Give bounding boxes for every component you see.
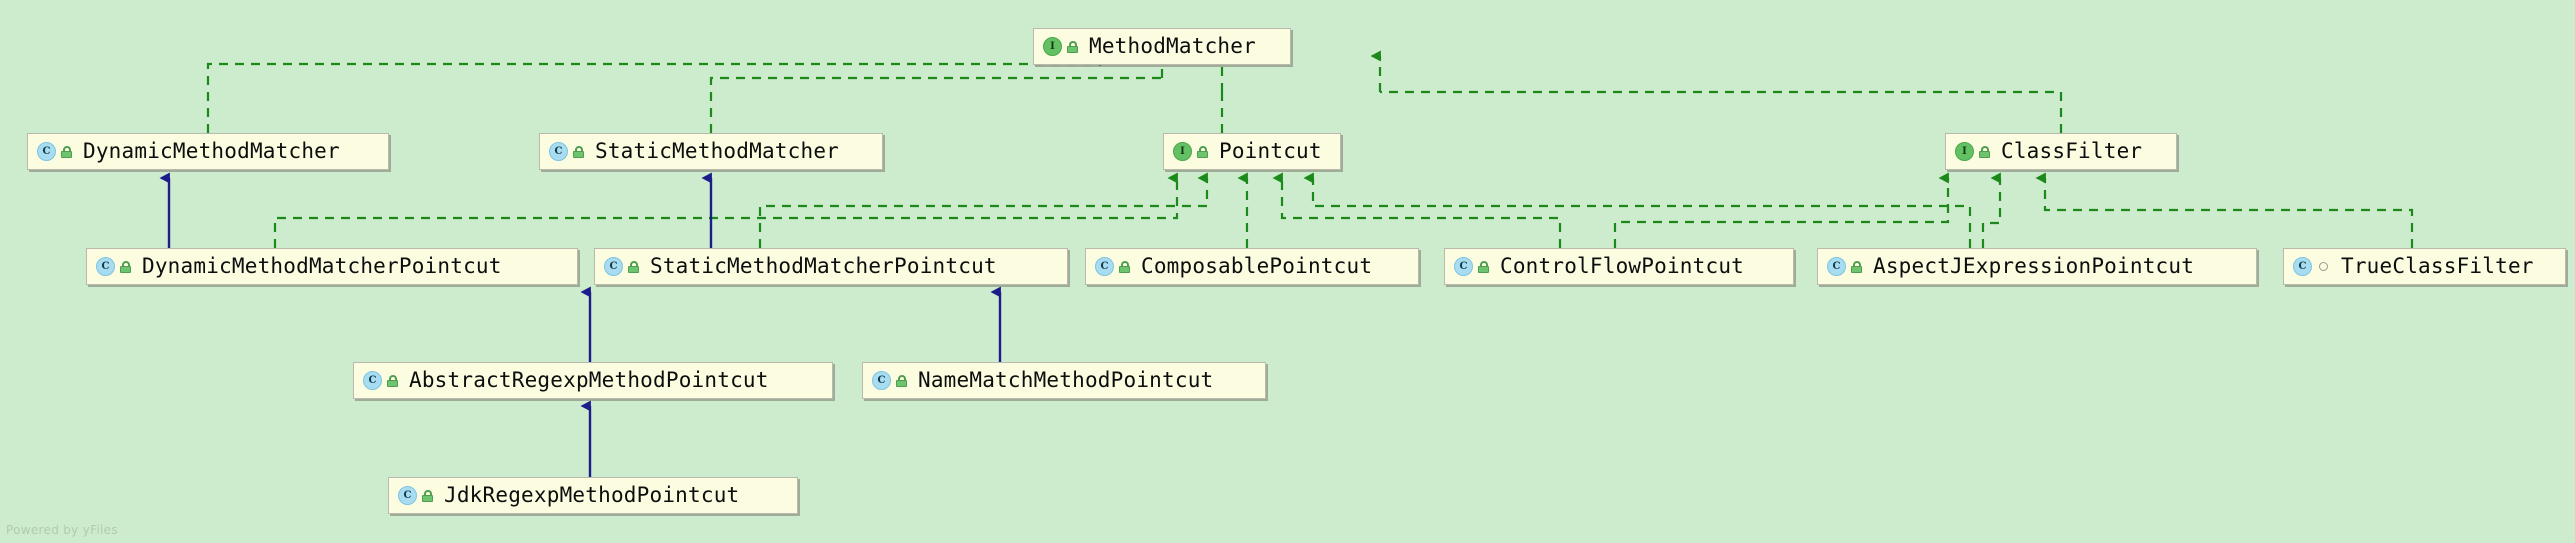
public-lock-icon — [628, 260, 639, 273]
public-lock-icon — [1851, 260, 1862, 273]
node-glyphs: I — [1173, 142, 1208, 161]
class-node-label: AspectJExpressionPointcut — [1873, 254, 2195, 278]
public-lock-icon — [573, 145, 584, 158]
class-node-label: StaticMethodMatcher — [595, 139, 840, 163]
interface-badge-icon: I — [1043, 37, 1062, 56]
class-node-label: StaticMethodMatcherPointcut — [650, 254, 997, 278]
class-node-AbstractRegexpMethodPointcut[interactable]: C AbstractRegexpMethodPointcut — [353, 362, 833, 399]
public-lock-icon — [1119, 260, 1130, 273]
class-node-label: DynamicMethodMatcher — [83, 139, 340, 163]
node-glyphs: C — [2293, 257, 2330, 276]
node-glyphs: I — [1043, 37, 1078, 56]
node-glyphs: C — [1095, 257, 1130, 276]
class-node-label: NameMatchMethodPointcut — [918, 368, 1214, 392]
class-node-MethodMatcher[interactable]: I MethodMatcher — [1033, 28, 1291, 65]
class-badge-icon: C — [96, 257, 115, 276]
implements-into-classfilter — [1613, 172, 2414, 248]
node-glyphs: C — [363, 371, 398, 390]
public-lock-icon — [896, 374, 907, 387]
class-node-ControlFlowPointcut[interactable]: C ControlFlowPointcut — [1444, 248, 1794, 285]
class-node-StaticMethodMatcher[interactable]: C StaticMethodMatcher — [539, 133, 883, 170]
class-node-DynamicMethodMatcher[interactable]: C DynamicMethodMatcher — [27, 133, 389, 170]
class-badge-icon: C — [1454, 257, 1473, 276]
public-lock-icon — [1478, 260, 1489, 273]
class-node-StaticMethodMatcherPointcut[interactable]: C StaticMethodMatcherPointcut — [594, 248, 1068, 285]
node-glyphs: C — [1454, 257, 1489, 276]
yfiles-watermark: Powered by yFiles — [6, 523, 118, 537]
class-node-label: ClassFilter — [2001, 139, 2143, 163]
class-badge-icon: C — [872, 371, 891, 390]
class-node-label: ComposablePointcut — [1141, 254, 1373, 278]
implements-edges — [206, 62, 2063, 133]
class-node-label: JdkRegexpMethodPointcut — [444, 483, 740, 507]
public-lock-icon — [1067, 40, 1078, 53]
class-badge-icon: C — [2293, 257, 2312, 276]
class-badge-icon: C — [1827, 257, 1846, 276]
class-node-NameMatchMethodPointcut[interactable]: C NameMatchMethodPointcut — [862, 362, 1266, 399]
class-badge-icon: C — [363, 371, 382, 390]
class-node-TrueClassFilter[interactable]: C TrueClassFilter — [2283, 248, 2566, 285]
node-glyphs: C — [604, 257, 639, 276]
class-badge-icon: C — [398, 486, 417, 505]
class-node-JdkRegexpMethodPointcut[interactable]: C JdkRegexpMethodPointcut — [388, 477, 798, 514]
public-lock-icon — [61, 145, 72, 158]
interface-badge-icon: I — [1955, 142, 1974, 161]
class-node-ComposablePointcut[interactable]: C ComposablePointcut — [1085, 248, 1419, 285]
public-lock-icon — [422, 489, 433, 502]
interface-badge-icon: I — [1173, 142, 1192, 161]
class-badge-icon: C — [604, 257, 623, 276]
node-glyphs: C — [398, 486, 433, 505]
class-node-DynamicMethodMatcherPointcut[interactable]: C DynamicMethodMatcherPointcut — [86, 248, 578, 285]
package-private-dot-icon — [2319, 262, 2328, 271]
class-node-label: ControlFlowPointcut — [1500, 254, 1745, 278]
class-node-ClassFilter[interactable]: I ClassFilter — [1945, 133, 2177, 170]
public-lock-icon — [1979, 145, 1990, 158]
class-node-label: MethodMatcher — [1089, 34, 1256, 58]
node-glyphs: C — [872, 371, 907, 390]
node-glyphs: I — [1955, 142, 1990, 161]
class-node-Pointcut[interactable]: I Pointcut — [1163, 133, 1341, 170]
public-lock-icon — [387, 374, 398, 387]
class-node-label: DynamicMethodMatcherPointcut — [142, 254, 502, 278]
implements-into-pointcut — [273, 172, 1972, 248]
node-glyphs: C — [1827, 257, 1862, 276]
class-badge-icon: C — [1095, 257, 1114, 276]
class-badge-icon: C — [549, 142, 568, 161]
class-node-AspectJExpressionPointcut[interactable]: C AspectJExpressionPointcut — [1817, 248, 2257, 285]
node-glyphs: C — [37, 142, 72, 161]
class-node-label: AbstractRegexpMethodPointcut — [409, 368, 769, 392]
node-glyphs: C — [549, 142, 584, 161]
class-badge-icon: C — [37, 142, 56, 161]
public-lock-icon — [1197, 145, 1208, 158]
node-glyphs: C — [96, 257, 131, 276]
public-lock-icon — [120, 260, 131, 273]
extends-edges — [159, 172, 1002, 477]
class-node-label: Pointcut — [1219, 139, 1322, 163]
class-node-label: TrueClassFilter — [2341, 254, 2534, 278]
